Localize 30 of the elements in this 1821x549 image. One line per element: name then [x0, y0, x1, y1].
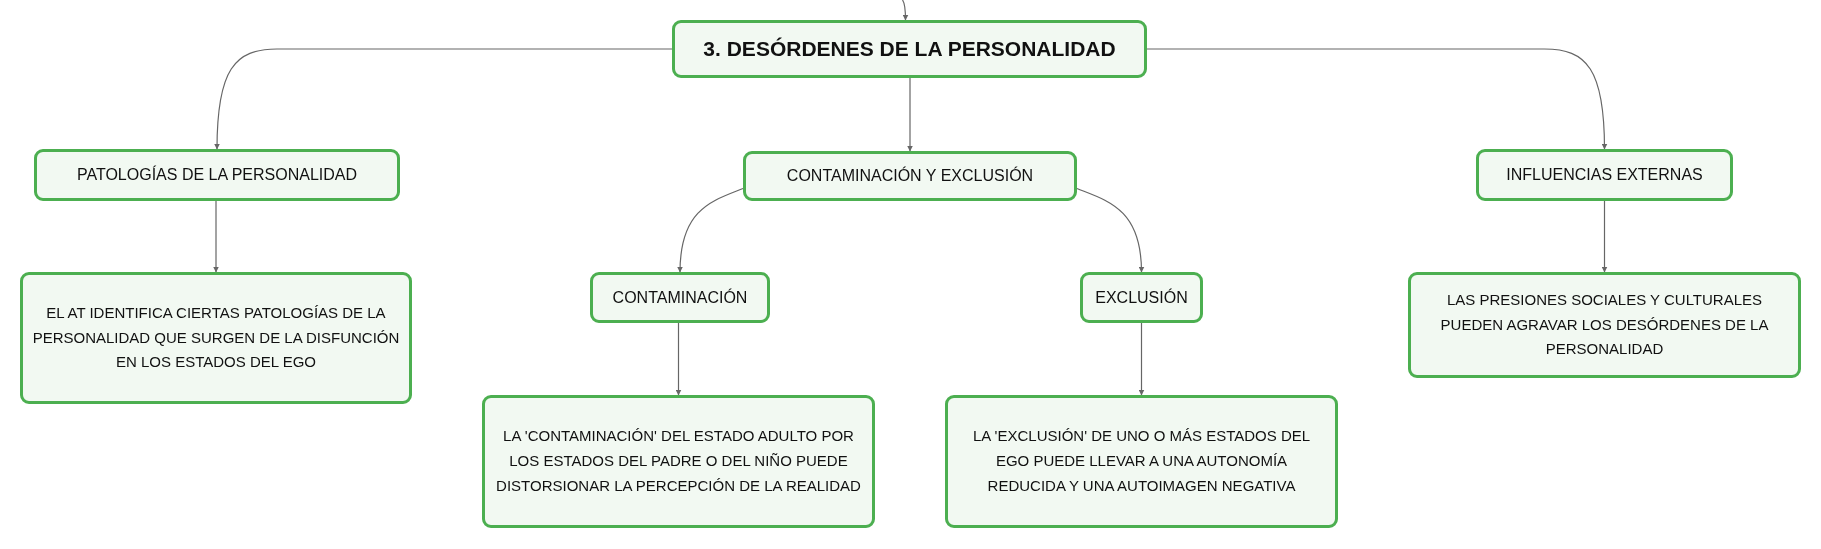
- concept-box: [945, 395, 1338, 528]
- node-text: 3. DESÓRDENES DE LA PERSONALIDAD: [703, 35, 1116, 62]
- node-text: PATOLOGÍAS DE LA PERSONALIDAD: [76, 164, 358, 185]
- node-text: LAS PRESIONES SOCIALES Y CULTURALES PUEDEN AGRAVAR LOS DESÓRDENES DE LA PERSONALIDAD: [1439, 289, 1770, 360]
- concept-box: [20, 272, 412, 404]
- connector-arrow: [901, 0, 909, 21]
- concept-box: [482, 395, 875, 528]
- connector-arrow: [675, 322, 682, 396]
- node-text: EL AT IDENTIFICA CIERTAS PATOLOGÍAS DE LA PERSONALIDAD QUE SURGEN DE LA DISFUNCIÓN EN LOS ESTADOS DEL EGO: [31, 302, 401, 373]
- connector-arrow: [1138, 322, 1145, 396]
- connector-arrow: [1601, 200, 1608, 273]
- topic-box: [672, 20, 1147, 78]
- connector-arrow: [1076, 187, 1145, 273]
- connector-arrow: [677, 187, 744, 273]
- connector-arrow: [907, 77, 913, 152]
- concept-box: [1408, 272, 1801, 378]
- connector-arrow: [214, 48, 673, 150]
- concept-box: [34, 149, 400, 201]
- node-text: LA 'EXCLUSIÓN' DE UNO O MÁS ESTADOS DEL EGO PUEDE LLEVAR A UNA AUTONOMÍA REDUCIDA Y UNA AUTOIMAGEN NEGATIVA: [971, 426, 1312, 496]
- concept-box: [590, 272, 770, 323]
- connector-arrow: [213, 200, 219, 273]
- node-text: LA 'CONTAMINACIÓN' DEL ESTADO ADULTO POR LOS ESTADOS DEL PADRE O DEL NIÑO PUEDE DISTORSIONAR LA PERCEPCIÓN DE LA REALIDAD: [495, 426, 862, 496]
- connector-arrow: [1146, 48, 1608, 150]
- node-text: INFLUENCIAS EXTERNAS: [1506, 165, 1703, 185]
- node-text: EXCLUSIÓN: [1095, 287, 1188, 308]
- concept-box: [1080, 272, 1203, 323]
- node-text: CONTAMINACIÓN Y EXCLUSIÓN: [786, 165, 1034, 186]
- node-text: CONTAMINACIÓN: [612, 287, 748, 308]
- concept-box: [743, 151, 1077, 201]
- concept-box: [1476, 149, 1733, 201]
